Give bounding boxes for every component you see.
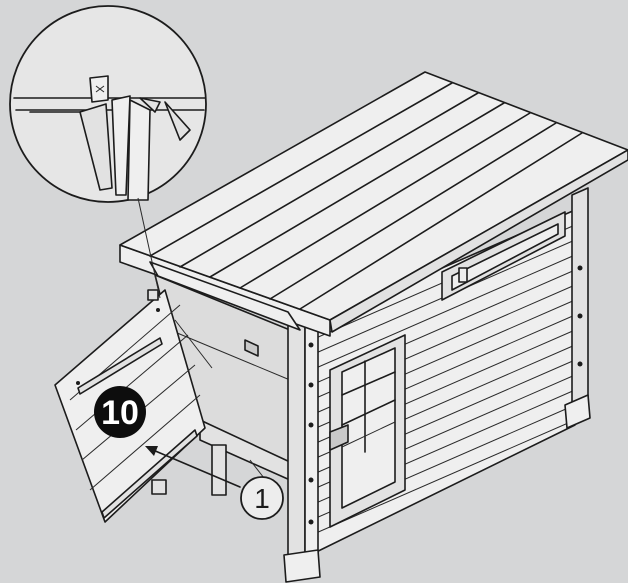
step-badge-label: 10 bbox=[101, 394, 139, 432]
part-callout-label: 1 bbox=[254, 483, 270, 514]
part-callout: 1 bbox=[240, 459, 284, 520]
leader-line-2 bbox=[174, 319, 213, 369]
rear-post bbox=[564, 187, 591, 429]
install-arrow bbox=[145, 446, 241, 488]
leader-line bbox=[137, 197, 161, 299]
step-badge: 10 bbox=[94, 386, 146, 438]
side-vent bbox=[441, 211, 566, 301]
side-window bbox=[329, 334, 406, 528]
front-post bbox=[283, 319, 321, 583]
detail-magnifier bbox=[9, 5, 207, 203]
roof bbox=[119, 71, 628, 337]
